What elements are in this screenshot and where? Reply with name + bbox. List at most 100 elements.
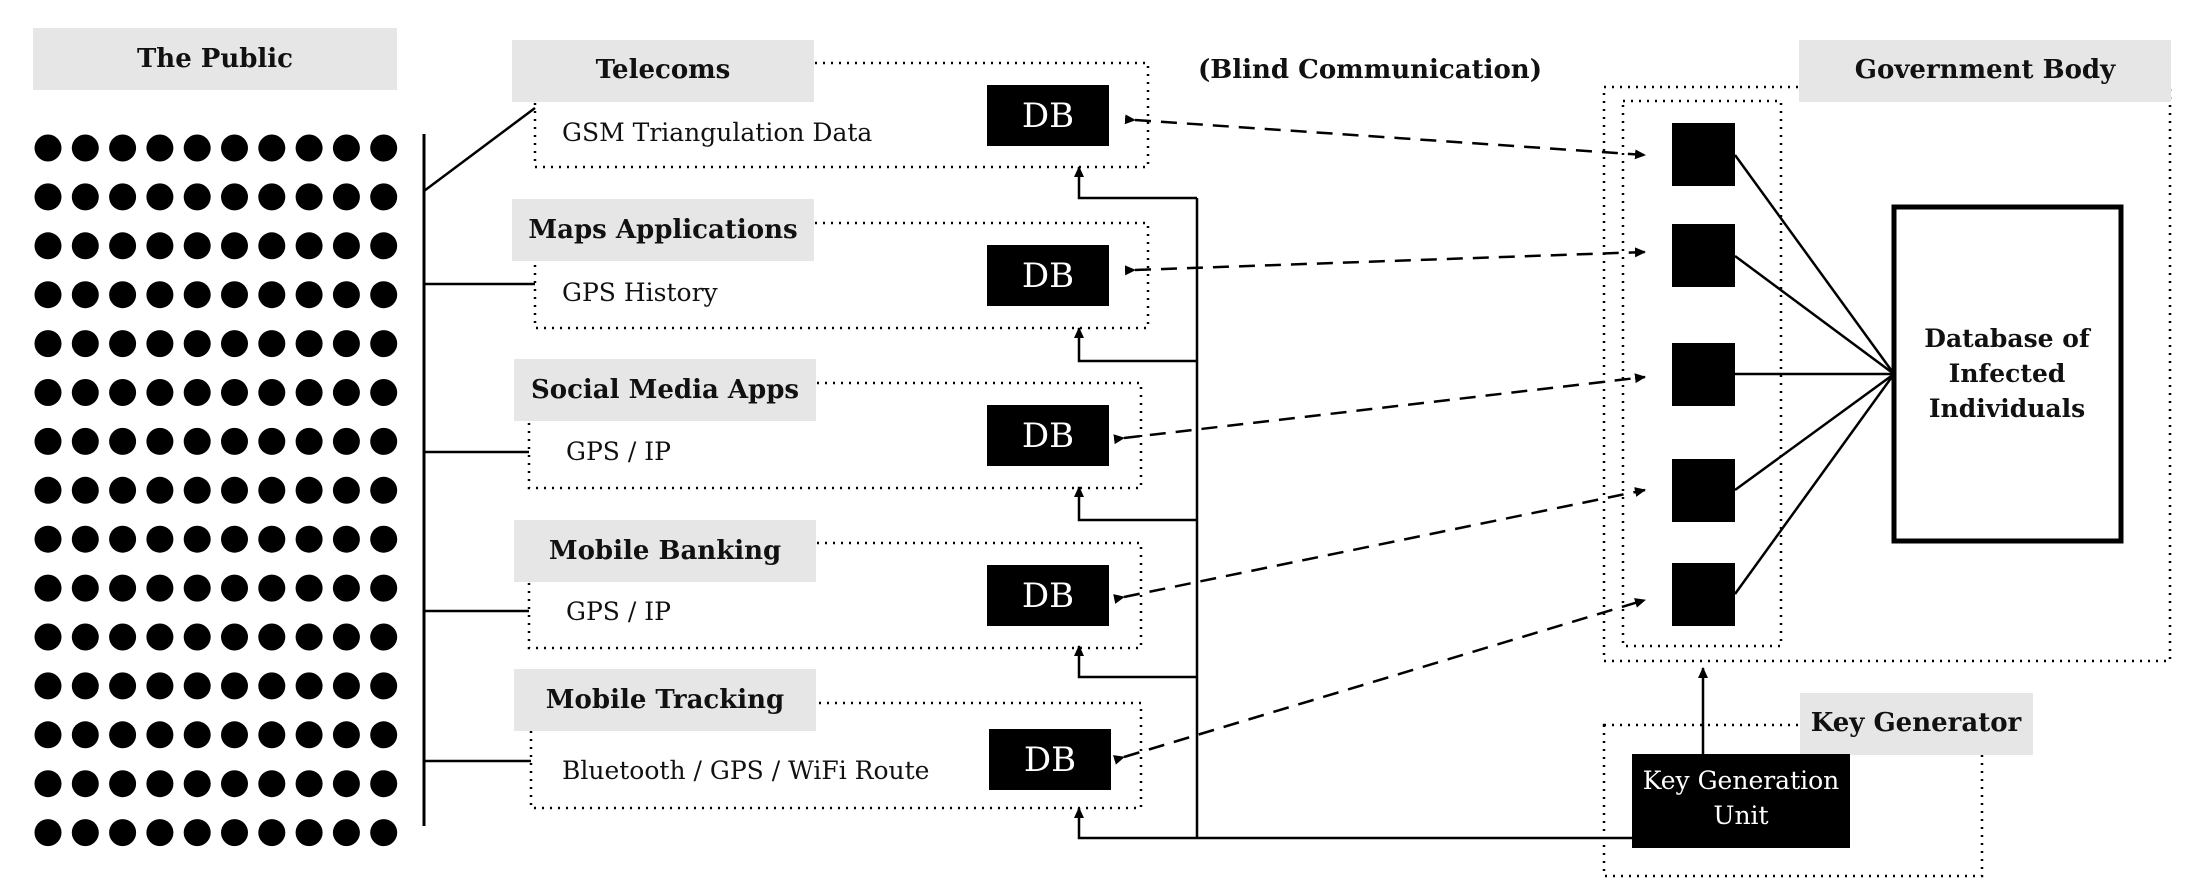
person-dot	[258, 672, 286, 700]
person-dot	[183, 721, 211, 749]
person-dot	[109, 819, 137, 847]
person-dot	[146, 476, 174, 504]
person-dot	[332, 721, 360, 749]
person-dot	[295, 232, 323, 260]
infected-database-line-2: Infected	[1949, 359, 2066, 388]
person-dot	[146, 525, 174, 553]
public-title: The Public	[137, 44, 293, 74]
person-dot	[221, 183, 248, 211]
source-db	[987, 245, 1109, 306]
person-dot	[183, 183, 211, 211]
person-dot	[71, 623, 99, 651]
government-key-node	[1672, 123, 1735, 186]
blind-communication-arrows	[1112, 114, 1646, 765]
person-dot	[370, 281, 398, 309]
person-dot	[71, 183, 99, 211]
key-generator-header-bg	[1800, 693, 2033, 755]
person-dot	[183, 232, 211, 260]
person-dot	[34, 183, 62, 211]
source-social-media-apps: Social Media Apps GPS / IP DB	[514, 359, 1143, 490]
source-db	[987, 405, 1109, 466]
key-branch-banking	[1074, 645, 1197, 679]
person-dot	[146, 623, 174, 651]
person-dot	[221, 819, 248, 847]
person-dot	[295, 623, 323, 651]
person-dot	[370, 330, 398, 358]
public-crowd	[34, 134, 398, 847]
source-db	[989, 729, 1111, 790]
person-dot	[370, 574, 398, 602]
person-dot	[34, 525, 62, 553]
person-dot	[295, 281, 323, 309]
person-dot	[109, 183, 137, 211]
source-detail: Bluetooth / GPS / WiFi Route	[562, 756, 929, 785]
source-box	[533, 221, 1150, 330]
person-dot	[71, 672, 99, 700]
person-dot	[146, 672, 174, 700]
government-key-node	[1672, 224, 1735, 287]
public-connectors	[423, 106, 536, 763]
person-dot	[332, 819, 360, 847]
person-dot	[295, 379, 323, 406]
person-dot	[221, 623, 248, 651]
person-dot	[332, 427, 360, 455]
person-dot	[109, 525, 137, 553]
person-dot	[109, 379, 137, 406]
person-dot	[332, 672, 360, 700]
source-detail: GSM Triangulation Data	[562, 118, 872, 147]
source-maps-applications: Maps Applications GPS History DB	[512, 199, 1150, 330]
person-dot	[71, 525, 99, 553]
source-header-bg	[514, 669, 816, 731]
person-dot	[71, 379, 99, 406]
person-dot	[183, 623, 211, 651]
public-group: The Public	[33, 28, 426, 847]
source-db-label: DB	[1022, 416, 1074, 456]
person-dot	[71, 721, 99, 749]
person-dot	[34, 574, 62, 602]
person-dot	[370, 232, 398, 260]
person-dot	[34, 770, 62, 798]
person-dot	[183, 672, 211, 700]
data-sources: Telecoms GSM Triangulation Data DB Maps …	[512, 40, 1150, 810]
source-header-bg	[512, 199, 814, 261]
person-dot	[370, 819, 398, 847]
person-dot	[34, 476, 62, 504]
person-dot	[295, 427, 323, 455]
person-dot	[295, 819, 323, 847]
source-header: Telecoms	[596, 55, 731, 85]
person-dot	[295, 476, 323, 504]
source-mobile-tracking: Mobile Tracking Bluetooth / GPS / WiFi R…	[514, 669, 1143, 810]
connector-telecoms	[423, 106, 536, 193]
source-detail: GPS / IP	[566, 437, 671, 466]
blind-arrow-maps	[1124, 247, 1646, 276]
government-body: Government Body Database of Infected Ind…	[1602, 40, 2172, 663]
person-dot	[183, 281, 211, 309]
person-dot	[146, 770, 174, 798]
person-dot	[183, 427, 211, 455]
person-dot	[109, 574, 137, 602]
person-dot	[295, 134, 323, 162]
person-dot	[258, 134, 286, 162]
person-dot	[370, 721, 398, 749]
person-dot	[295, 183, 323, 211]
person-dot	[71, 281, 99, 309]
person-dot	[34, 379, 62, 406]
source-db	[987, 85, 1109, 146]
node-link	[1733, 154, 1896, 375]
government-title: Government Body	[1855, 55, 2116, 85]
person-dot	[258, 476, 286, 504]
person-dot	[146, 330, 174, 358]
person-dot	[183, 476, 211, 504]
person-dot	[370, 770, 398, 798]
person-dot	[258, 623, 286, 651]
person-dot	[332, 476, 360, 504]
person-dot	[332, 770, 360, 798]
blind-arrow-tracking	[1112, 598, 1646, 765]
infected-database-line-1: Database of	[1924, 324, 2092, 353]
source-header-bg	[512, 40, 814, 102]
person-dot	[370, 183, 398, 211]
person-dot	[34, 281, 62, 309]
person-dot	[109, 281, 137, 309]
